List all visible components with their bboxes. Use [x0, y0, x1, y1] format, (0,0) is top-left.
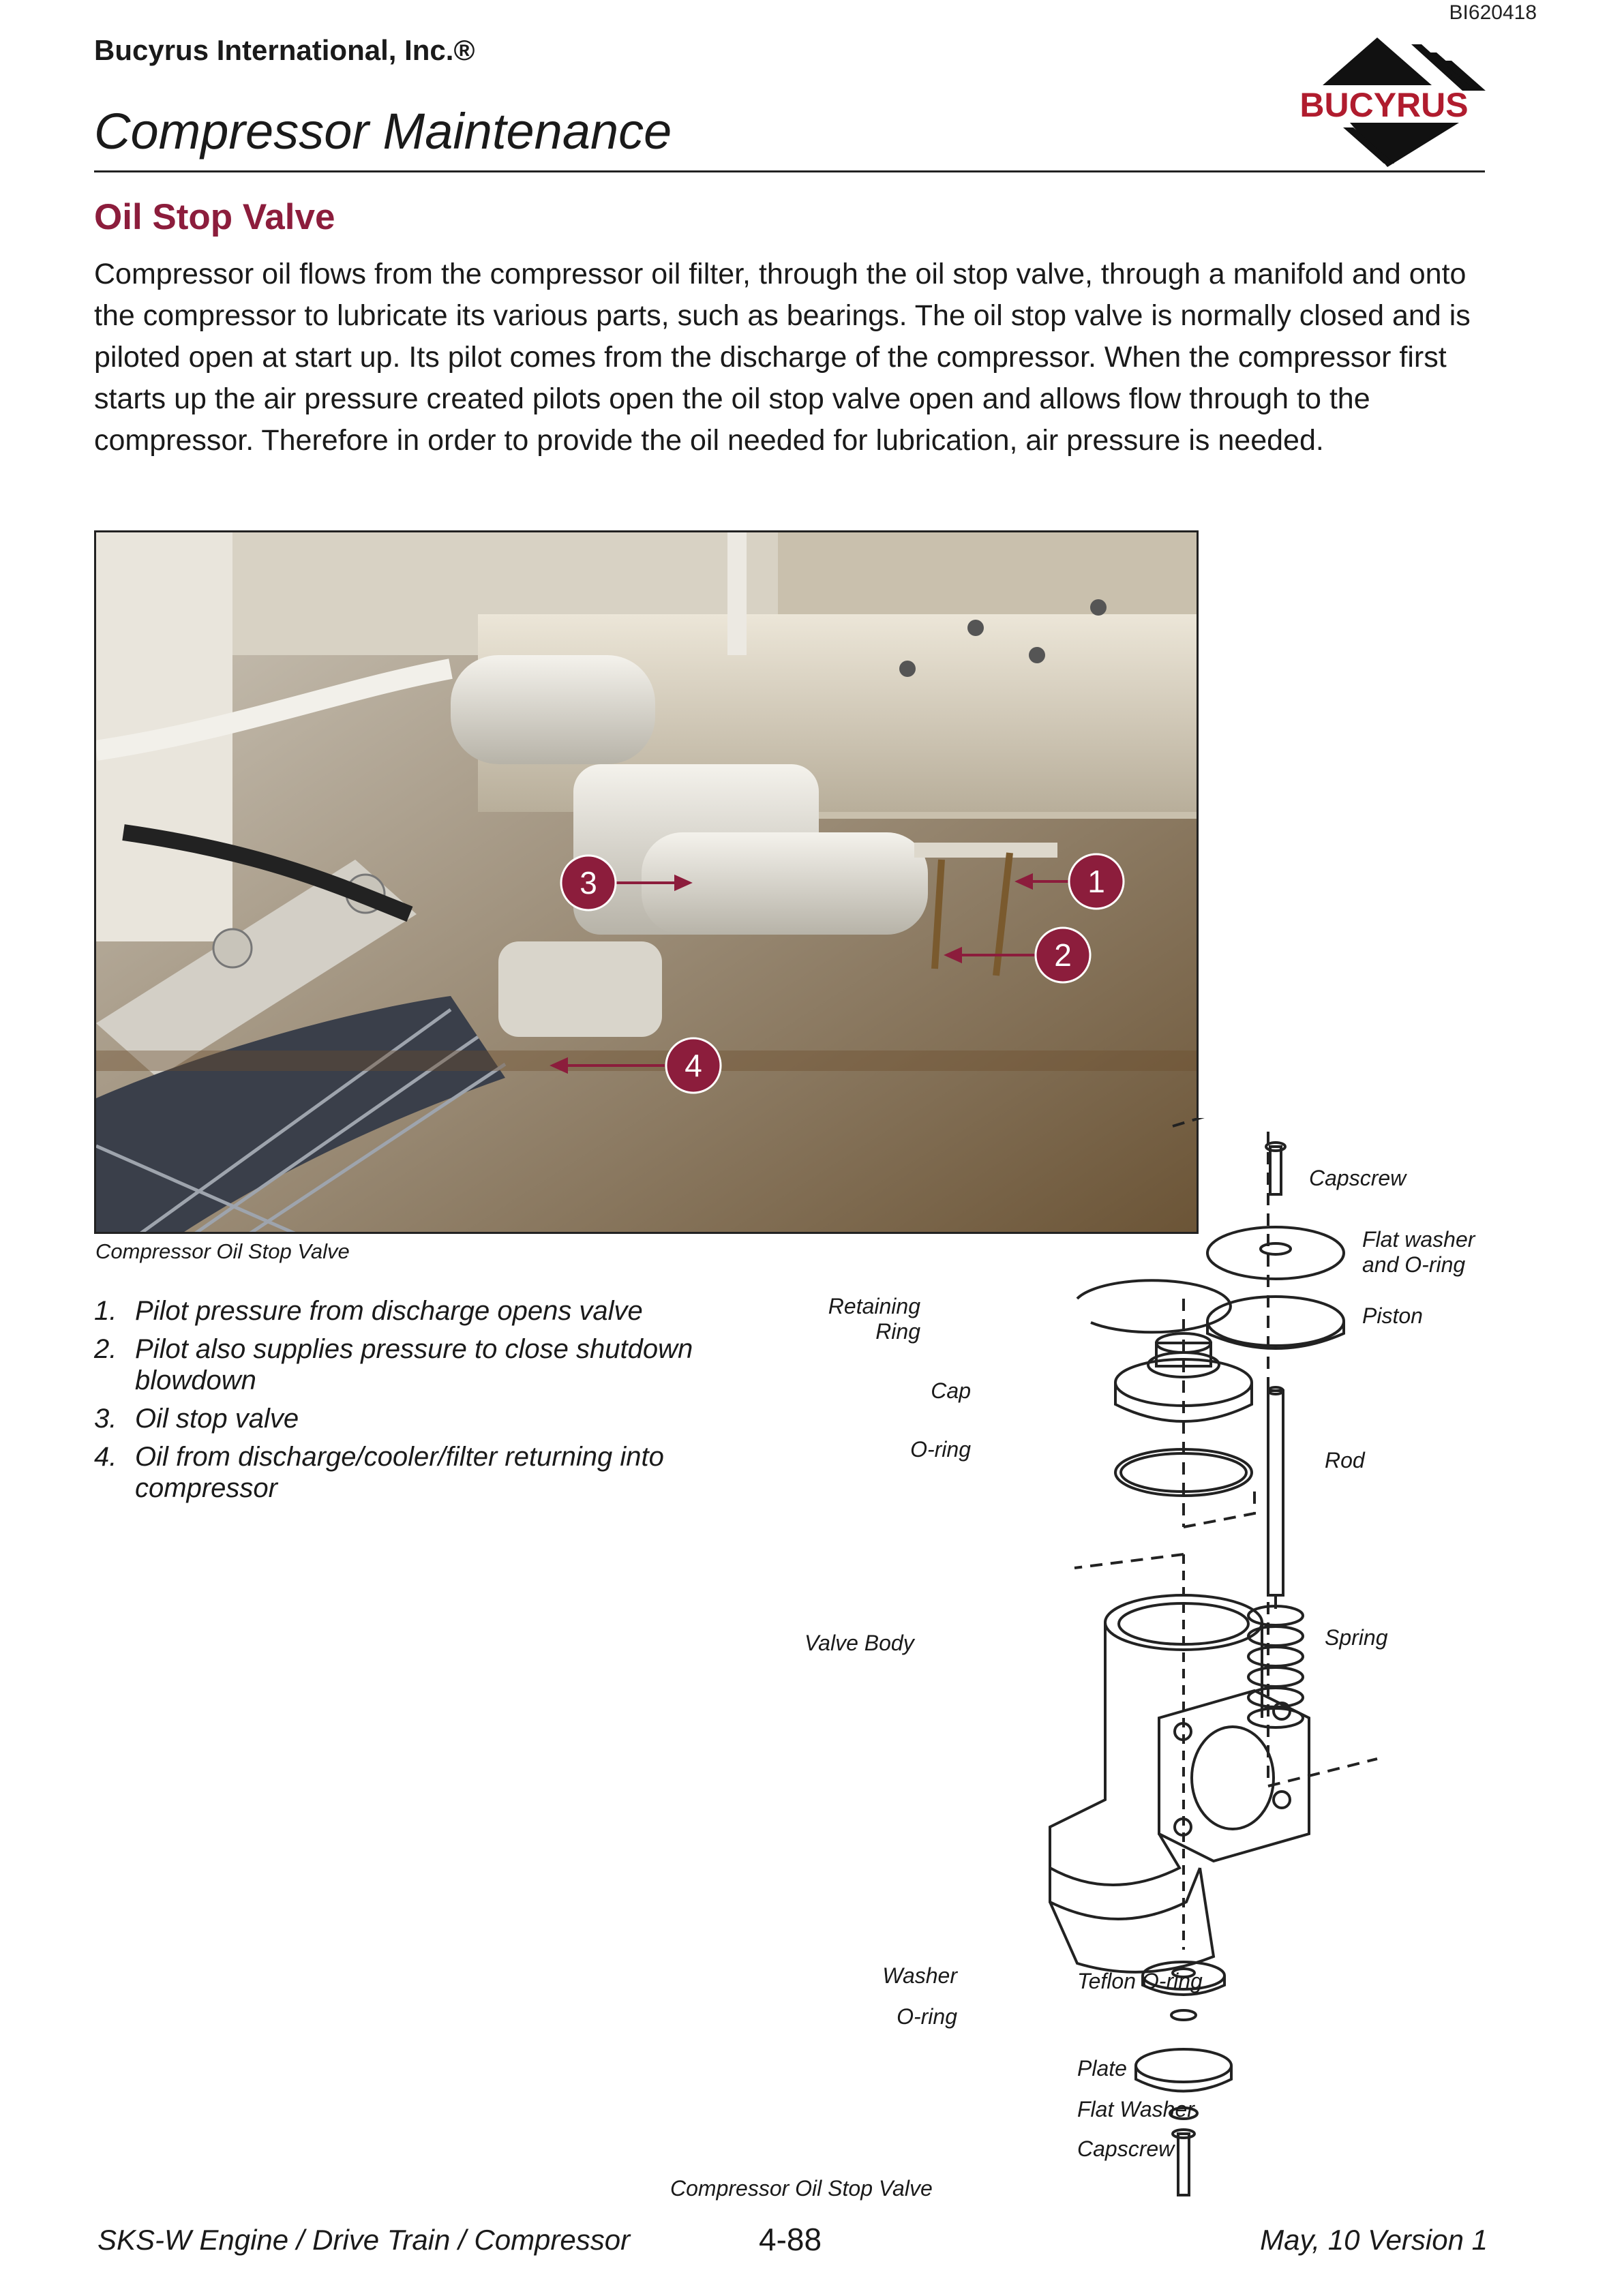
header-rule: [94, 170, 1485, 172]
valve-photo-illustration: [96, 532, 1197, 1232]
logo-wordmark: BUCYRUS: [1299, 86, 1468, 124]
diagram-caption: Compressor Oil Stop Valve: [670, 2176, 933, 2201]
section-body: Compressor oil flows from the compressor…: [94, 258, 1471, 457]
footer-section-path: SKS-W Engine / Drive Train / Compressor: [97, 2224, 631, 2256]
valve-photo: 1 2 3 4: [94, 530, 1199, 1234]
label-rod: Rod: [1325, 1448, 1365, 1472]
exploded-diagram: Capscrew Flat washer and O-ring Piston R…: [791, 1096, 1527, 2209]
label-capscrew-bottom: Capscrew: [1077, 2136, 1175, 2161]
label-valve-body: Valve Body: [805, 1631, 914, 1655]
label-oring-top: O-ring: [910, 1437, 971, 1462]
section-title: Oil Stop Valve: [94, 197, 335, 237]
footer-version: May, 10 Version 1: [1260, 2224, 1488, 2256]
label-oring-bottom: O-ring: [897, 2004, 957, 2029]
marker-1: 1: [1087, 864, 1105, 899]
callout-list: 1.Pilot pressure from discharge opens va…: [94, 1295, 749, 1511]
label-plate: Plate: [1077, 2056, 1127, 2081]
photo-caption: Compressor Oil Stop Valve: [95, 1239, 350, 1263]
list-item: 2.Pilot also supplies pressure to close …: [94, 1334, 693, 1395]
label-flat-washer-oring: Flat washer and O-ring: [1362, 1227, 1475, 1277]
label-spring: Spring: [1325, 1625, 1388, 1650]
bucyrus-logo: BUCYRUS: [1275, 37, 1493, 167]
list-item: 1.Pilot pressure from discharge opens va…: [94, 1296, 643, 1326]
label-teflon-oring: Teflon O-ring: [1077, 1969, 1203, 1993]
label-retaining-ring: Retaining Ring: [828, 1294, 920, 1344]
label-washer: Washer: [882, 1963, 957, 1988]
page-number: 4-88: [759, 2222, 822, 2257]
chapter-title: Compressor Maintenance: [94, 103, 672, 160]
marker-4: 4: [685, 1048, 702, 1083]
marker-2: 2: [1054, 937, 1072, 973]
label-flat-washer: Flat Washer: [1077, 2097, 1194, 2121]
label-piston: Piston: [1362, 1303, 1423, 1328]
company-name: Bucyrus International, Inc.®: [94, 34, 475, 66]
document-id: BI620418: [1449, 1, 1537, 24]
list-item: 4.Oil from discharge/cooler/filter retur…: [94, 1442, 664, 1503]
marker-3: 3: [580, 865, 597, 901]
label-cap: Cap: [931, 1378, 971, 1403]
photo-markers: 1 2 3 4: [550, 853, 1125, 1094]
list-item: 3.Oil stop valve: [94, 1404, 299, 1434]
exploded-diagram-drawing: [1049, 1096, 1378, 2196]
label-capscrew-top: Capscrew: [1309, 1166, 1407, 1190]
